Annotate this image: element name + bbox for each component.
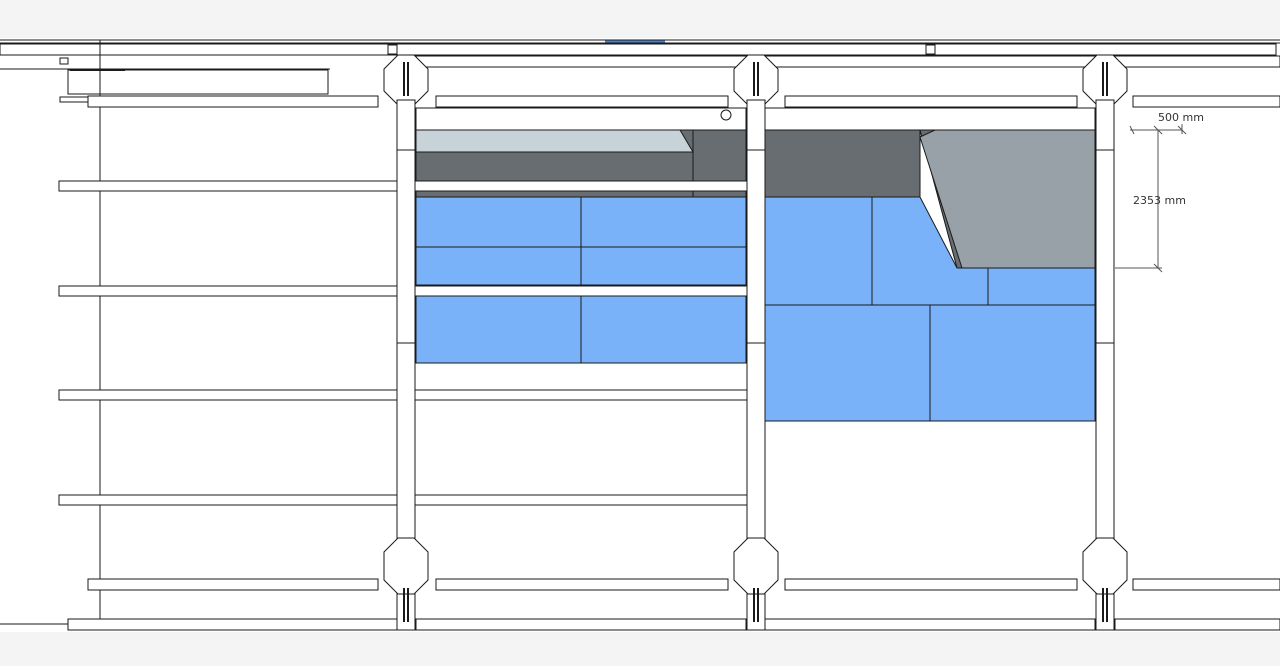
blue-panel xyxy=(415,295,582,364)
top-connector xyxy=(733,54,779,106)
bottom-connector xyxy=(1082,537,1128,595)
bay-2-panels xyxy=(415,129,747,364)
square-marker-icon xyxy=(387,44,398,55)
top-connector xyxy=(1082,54,1128,106)
bay-3-panels xyxy=(764,129,1096,422)
blue-panel xyxy=(764,196,873,306)
left-bay-frame xyxy=(0,40,399,631)
column-sleeve xyxy=(746,99,766,151)
blue-panel xyxy=(580,246,747,286)
blue-panel xyxy=(415,246,582,286)
top-rails xyxy=(0,39,1280,71)
depth-dimension-label: 500 mm xyxy=(1158,111,1204,124)
horizontal-rails xyxy=(58,180,755,506)
vertical-columns xyxy=(383,54,1128,631)
top-connector xyxy=(383,54,429,106)
blue-panel xyxy=(764,304,931,422)
circle-marker-icon xyxy=(720,109,732,121)
blue-panel xyxy=(987,267,1096,306)
dimension-annotations xyxy=(1115,124,1187,273)
blue-panel xyxy=(580,295,747,364)
bottom-connector xyxy=(733,537,779,595)
grey-box-dark xyxy=(764,129,921,198)
height-dimension-label: 2353 mm xyxy=(1133,194,1186,207)
column-sleeve xyxy=(396,99,416,151)
square-marker-icon xyxy=(925,44,936,55)
column-sleeve xyxy=(1095,99,1115,151)
blue-panel xyxy=(580,196,747,248)
grey-box-mid xyxy=(919,129,1096,269)
blue-panel xyxy=(929,304,1096,422)
grey-box-light xyxy=(415,129,694,153)
blue-panel xyxy=(415,196,582,248)
bottom-connector xyxy=(383,537,429,595)
